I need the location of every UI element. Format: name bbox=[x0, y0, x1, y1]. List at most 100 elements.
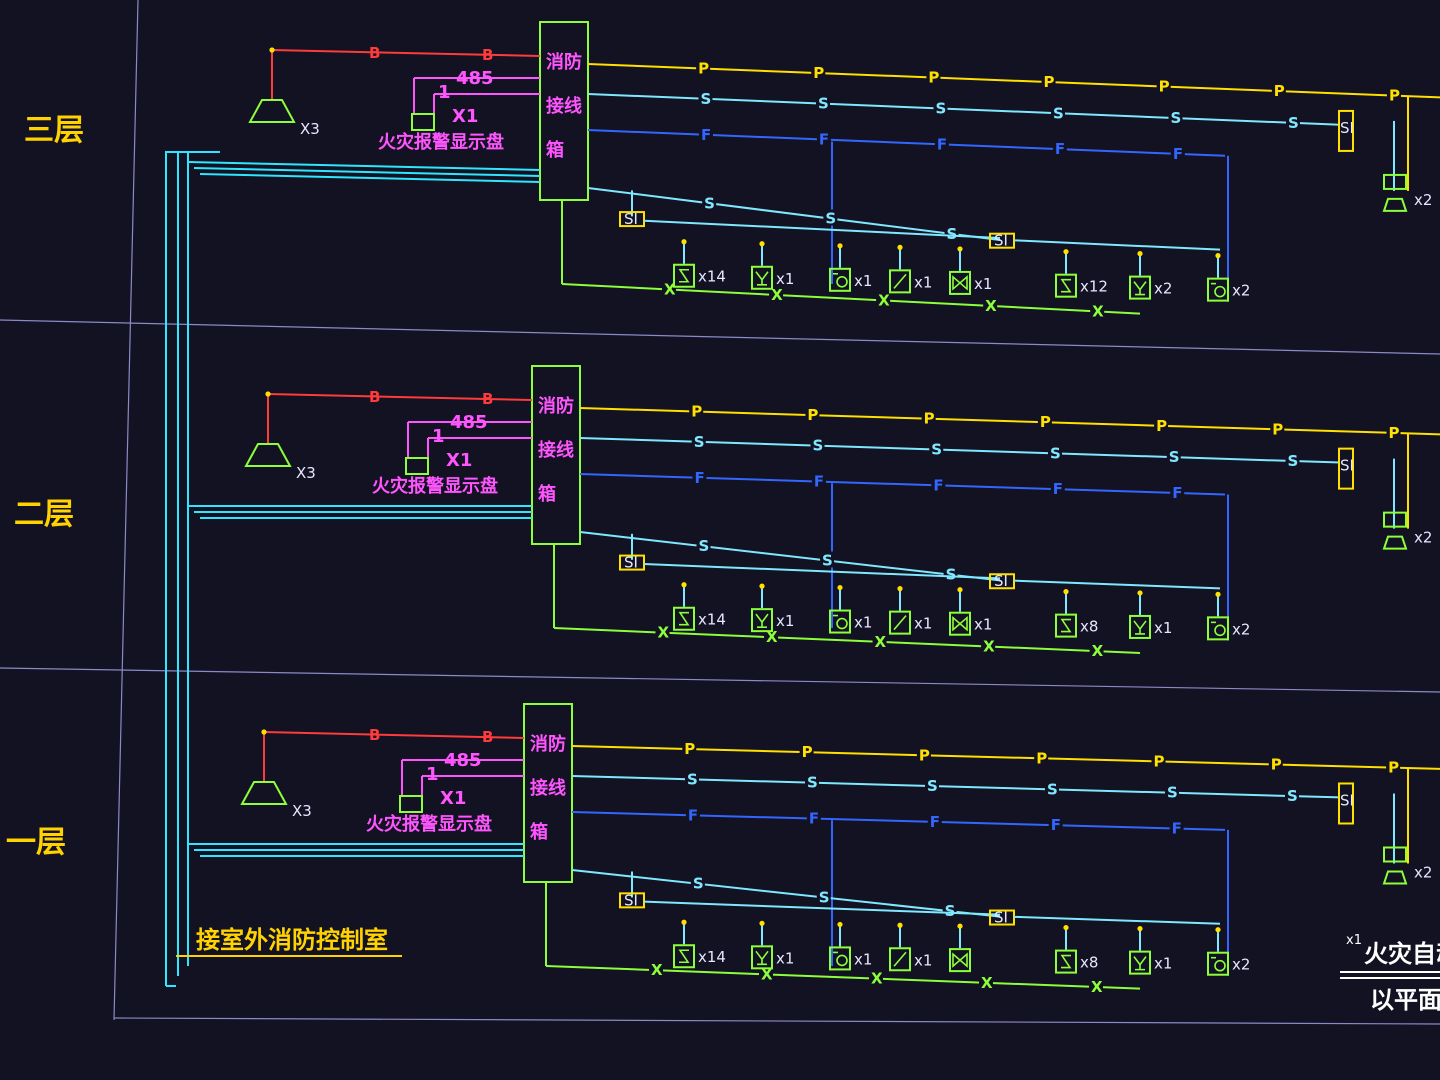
wire-letter-gap bbox=[1386, 86, 1401, 103]
wire-letter: P bbox=[919, 746, 930, 764]
si-module-right bbox=[1338, 782, 1354, 825]
si-module-left bbox=[619, 211, 645, 228]
wire-letter: P bbox=[924, 410, 935, 428]
junction-dot bbox=[897, 922, 903, 928]
wire-letter-gap bbox=[1048, 816, 1063, 833]
fire-f-wire bbox=[579, 473, 1226, 496]
wire-letter-gap bbox=[1271, 82, 1286, 99]
wire-letter: P bbox=[698, 60, 709, 78]
wire-letter-gap bbox=[927, 812, 942, 829]
wire-letter-gap bbox=[872, 632, 887, 649]
heat-icon bbox=[751, 265, 773, 290]
heat-icon bbox=[1129, 614, 1151, 639]
junction-dot bbox=[837, 584, 843, 591]
wire-letter-gap bbox=[934, 135, 949, 152]
junction-box-label: 接线 bbox=[546, 95, 582, 117]
wire-letter: F bbox=[1173, 145, 1183, 163]
device-frame bbox=[949, 948, 971, 973]
display-panel-icon bbox=[411, 113, 435, 131]
wire-letter: S bbox=[1047, 780, 1058, 798]
junction-dot bbox=[269, 47, 275, 53]
si-module-label: SI bbox=[624, 210, 638, 228]
wire-letter-gap bbox=[876, 291, 891, 308]
right-module-count: x2 bbox=[1414, 529, 1432, 547]
wire-letter-gap bbox=[921, 409, 936, 426]
wire-letter-gap bbox=[820, 551, 835, 568]
wire-letter-gap bbox=[1286, 113, 1300, 130]
hydrant-glyph bbox=[1214, 959, 1226, 972]
wire-letter: F bbox=[1055, 140, 1065, 158]
device-frame bbox=[829, 609, 851, 634]
wire-letter-gap bbox=[689, 402, 704, 419]
device-frame bbox=[1207, 277, 1229, 302]
line-1-label: 1 bbox=[438, 82, 451, 103]
wire-letter: F bbox=[1172, 484, 1182, 502]
wire-letter: P bbox=[813, 64, 824, 82]
smoke-icon bbox=[1055, 949, 1077, 974]
valve-glyph bbox=[952, 275, 968, 291]
wire-letter-gap bbox=[869, 969, 883, 986]
wire-letter-gap bbox=[702, 194, 717, 211]
wire-letter-gap bbox=[926, 68, 941, 85]
device-count: x14 bbox=[698, 611, 726, 629]
riser-branch bbox=[193, 167, 541, 177]
junction-dot bbox=[897, 244, 903, 250]
wire-letter-gap bbox=[806, 809, 821, 826]
wire-letter-gap bbox=[1041, 73, 1056, 90]
heat-glyph bbox=[755, 271, 769, 286]
signal-s-lower-wire bbox=[587, 187, 1001, 241]
wire-letter: P bbox=[802, 743, 813, 761]
wire-letter: F bbox=[937, 135, 947, 153]
wire-letter: S bbox=[818, 95, 829, 113]
power-p-wire bbox=[579, 407, 1440, 436]
right-module-count: x2 bbox=[1414, 863, 1432, 881]
junction-dot bbox=[1137, 926, 1143, 932]
device-frame bbox=[1207, 951, 1229, 976]
wire-letter-gap bbox=[979, 973, 993, 990]
device-count: x1 bbox=[914, 951, 932, 969]
wire-letter: F bbox=[814, 473, 824, 491]
device-frame bbox=[829, 267, 851, 292]
wire-letter: S bbox=[694, 433, 705, 451]
wire-letter-gap bbox=[1285, 452, 1300, 469]
riser-trunk bbox=[165, 151, 220, 987]
wire-letter-gap bbox=[811, 472, 826, 489]
junction-box bbox=[523, 703, 573, 883]
wire-letter-gap bbox=[1048, 444, 1062, 461]
device-count: x12 bbox=[1080, 278, 1108, 296]
device-frame bbox=[751, 265, 773, 290]
hydrant-glyph bbox=[836, 275, 848, 288]
junction-dot bbox=[837, 921, 843, 928]
sounder-count: X3 bbox=[296, 464, 316, 482]
wire-letter-gap bbox=[916, 746, 931, 763]
wire-letter: S bbox=[1169, 448, 1180, 466]
smoke-glyph bbox=[1060, 954, 1072, 969]
wire-letter-gap bbox=[925, 777, 939, 794]
rs485-label: 485 bbox=[450, 412, 488, 433]
legend-marker: x1 bbox=[1346, 933, 1362, 948]
wire-letter-gap bbox=[1034, 749, 1049, 766]
mcp-glyph bbox=[893, 951, 907, 967]
riser-line bbox=[165, 151, 182, 986]
wire-letter-gap bbox=[1151, 752, 1166, 769]
junction-dot bbox=[957, 587, 963, 593]
wire-letter-gap bbox=[685, 770, 699, 787]
wire-letter: F bbox=[819, 131, 829, 149]
si-module-right bbox=[1338, 109, 1354, 152]
wire-letter: P bbox=[1153, 752, 1164, 770]
wire-letter: P bbox=[1388, 759, 1399, 777]
display-panel-count: X1 bbox=[452, 106, 478, 127]
junction-box-label: 消防 bbox=[530, 733, 566, 755]
device-count: x1 bbox=[776, 612, 794, 630]
heat-icon bbox=[751, 608, 773, 633]
wire-letter-gap bbox=[1156, 77, 1171, 94]
wire-letter: P bbox=[1272, 420, 1283, 438]
junction-box-label: 消防 bbox=[538, 395, 574, 417]
legend-subtitle: 以平面图 bbox=[1370, 986, 1440, 1014]
wire-letter-gap bbox=[1090, 302, 1105, 319]
si-module-label: SI bbox=[1340, 457, 1354, 475]
wire-letter-gap bbox=[690, 874, 705, 891]
smoke-icon bbox=[673, 263, 695, 288]
wire-letter: X bbox=[871, 970, 883, 988]
bus-b-wire bbox=[267, 393, 533, 401]
